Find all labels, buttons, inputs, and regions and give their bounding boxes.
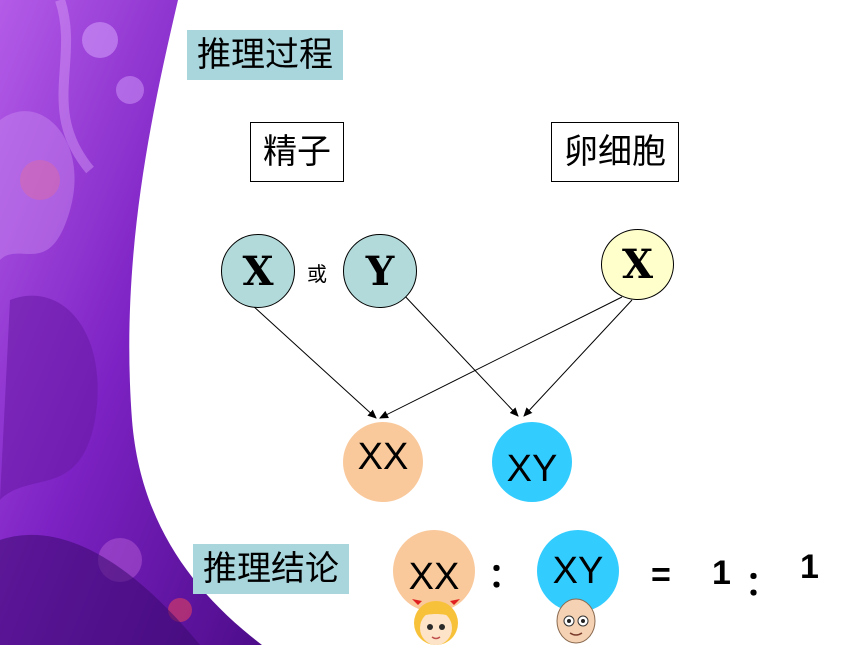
arrow-y-to-xy bbox=[401, 292, 519, 417]
zygote-xy-text: XY bbox=[506, 447, 558, 490]
zygote-xx-text: XX bbox=[357, 435, 409, 478]
egg-x-text: X bbox=[621, 241, 654, 288]
conclusion-xx-circle: XX bbox=[393, 530, 475, 612]
process-title: 推理过程 bbox=[187, 30, 343, 80]
ratio-colon: ： bbox=[745, 565, 779, 603]
arrow-egg-to-xx bbox=[379, 296, 623, 419]
ratio-right: 1 bbox=[800, 548, 819, 586]
or-text: 或 bbox=[307, 262, 327, 286]
conclusion-xy-circle: XY bbox=[537, 530, 619, 612]
egg-x-circle: X bbox=[601, 229, 674, 300]
conclusion-xy-text: XY bbox=[552, 549, 604, 592]
sperm-y-text: Y bbox=[365, 247, 395, 295]
sperm-label: 精子 bbox=[250, 122, 344, 182]
boy-icon bbox=[556, 598, 596, 644]
conclusion-colon: ： bbox=[488, 557, 522, 595]
equals-sign: = bbox=[651, 556, 671, 594]
arrow-egg-to-xy bbox=[523, 299, 633, 417]
ratio-left: 1 bbox=[712, 554, 731, 592]
zygote-xy-circle: XY bbox=[492, 422, 572, 502]
conclusion-xx-text: XX bbox=[408, 555, 460, 598]
arrow-x-to-xx bbox=[251, 304, 377, 419]
sperm-x-circle: X bbox=[221, 234, 295, 308]
sperm-x-text: X bbox=[242, 247, 274, 295]
girl-icon bbox=[412, 599, 460, 645]
zygote-xx-circle: XX bbox=[343, 422, 423, 502]
sperm-y-circle: Y bbox=[343, 234, 417, 308]
conclusion-title: 推理结论 bbox=[193, 544, 349, 594]
egg-label: 卵细胞 bbox=[551, 122, 679, 182]
